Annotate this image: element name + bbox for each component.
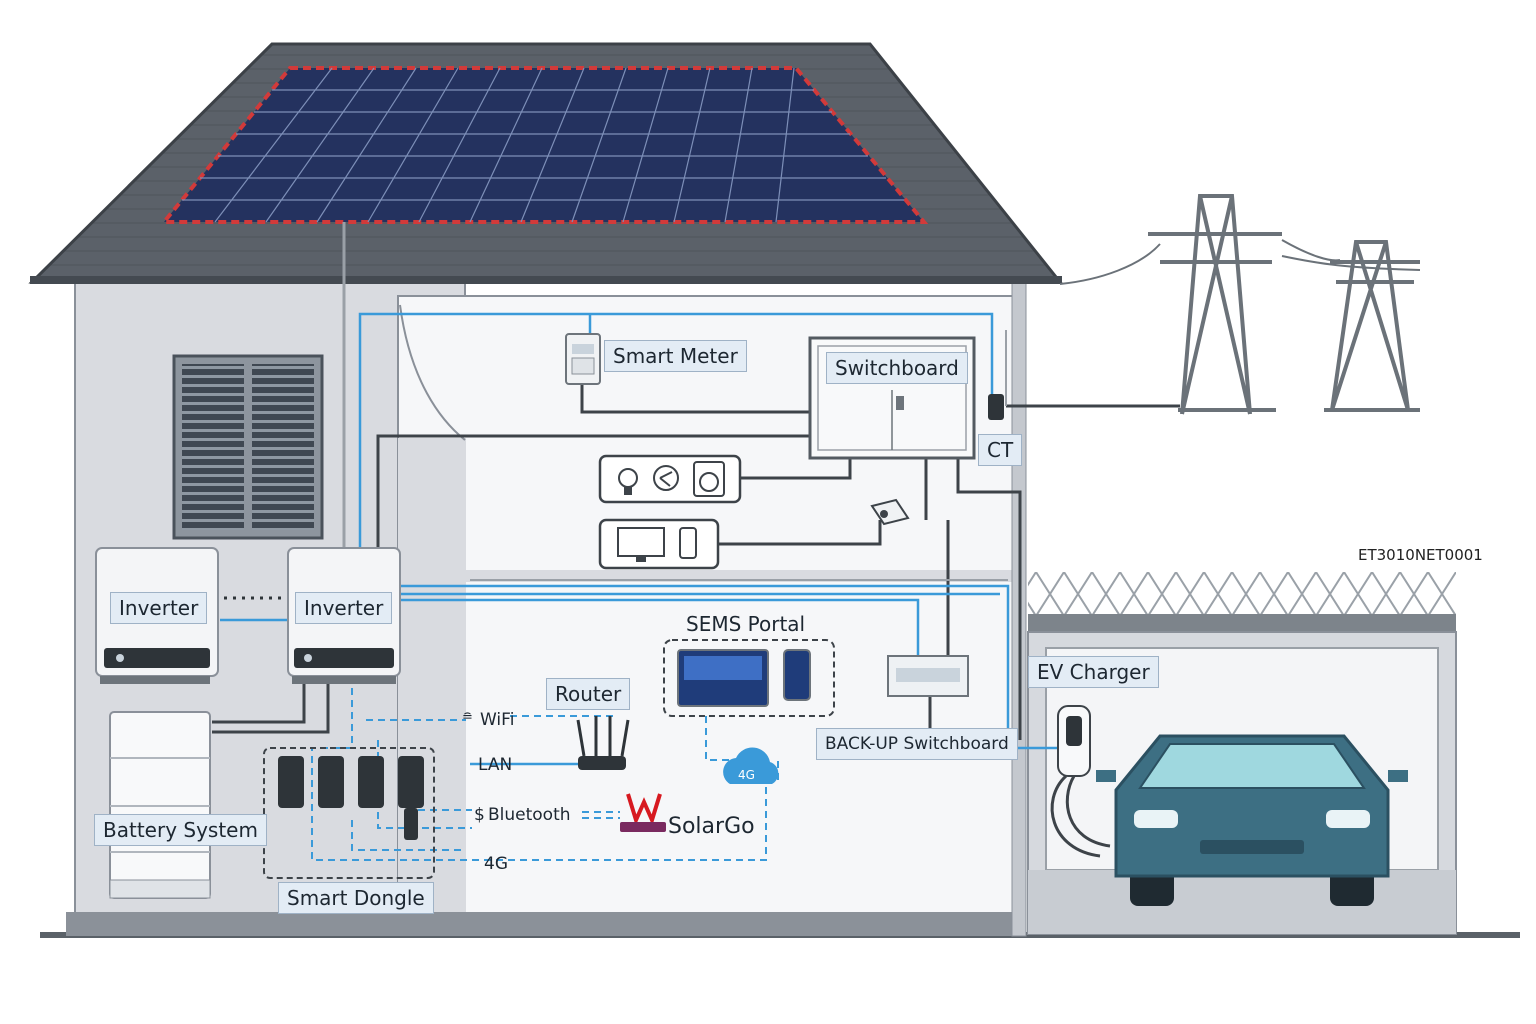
roof-fascia	[30, 276, 1062, 284]
garage-truss	[1028, 572, 1456, 616]
drawing-code: ET3010NET0001	[1358, 546, 1483, 564]
household-loads	[598, 454, 742, 570]
sems-portal-label: SEMS Portal	[686, 612, 806, 636]
stair-curve	[399, 304, 466, 441]
battery-stack	[109, 711, 211, 899]
garage-floor	[1028, 870, 1456, 934]
window	[172, 354, 324, 540]
smart-dongle-group	[263, 747, 435, 879]
battery-system-label: Battery System	[94, 814, 267, 846]
wifi-icon: ≘	[462, 710, 473, 725]
garage-roof	[1028, 614, 1456, 632]
ct-label: CT	[978, 434, 1023, 466]
smart-meter-device	[565, 333, 601, 385]
transmission-towers	[1059, 194, 1421, 415]
router-label: Router	[546, 678, 631, 710]
wall-column	[398, 438, 466, 914]
comm-wiring	[220, 312, 1060, 766]
power-wiring-light	[470, 330, 1008, 581]
inverter-1-label: Inverter	[110, 592, 208, 624]
ev-charger-label: EV Charger	[1028, 656, 1159, 688]
solar-panel-array	[159, 66, 929, 224]
smart-meter-label: Smart Meter	[604, 340, 747, 372]
cloud-4g-label: 4G	[738, 768, 755, 782]
ev-charger-device	[1050, 705, 1111, 858]
backup-switchboard-device	[887, 655, 969, 697]
solargo-label: SolarGo	[668, 814, 755, 839]
power-wiring	[212, 380, 1180, 740]
sems-portal-screens	[663, 639, 835, 717]
bluetooth-label: Bluetooth	[488, 805, 571, 825]
backup-switchboard-label: BACK-UP Switchboard	[816, 728, 1018, 760]
wifi-label: WiFi	[480, 710, 515, 730]
cellular-4g-label: 4G	[484, 854, 508, 874]
switchboard-label: Switchboard	[826, 352, 968, 384]
bluetooth-icon: $	[474, 805, 485, 825]
electric-car	[1096, 734, 1408, 906]
wall-socket	[870, 498, 910, 526]
ct-clamp	[988, 394, 1004, 420]
router-device	[576, 716, 630, 770]
cloud-4g-icon	[723, 747, 779, 784]
smart-dongle-label: Smart Dongle	[278, 882, 434, 914]
house-base	[66, 912, 1026, 936]
lan-label: LAN	[478, 755, 513, 775]
solargo-logo-icon	[620, 793, 666, 832]
inverter-2-label: Inverter	[295, 592, 393, 624]
